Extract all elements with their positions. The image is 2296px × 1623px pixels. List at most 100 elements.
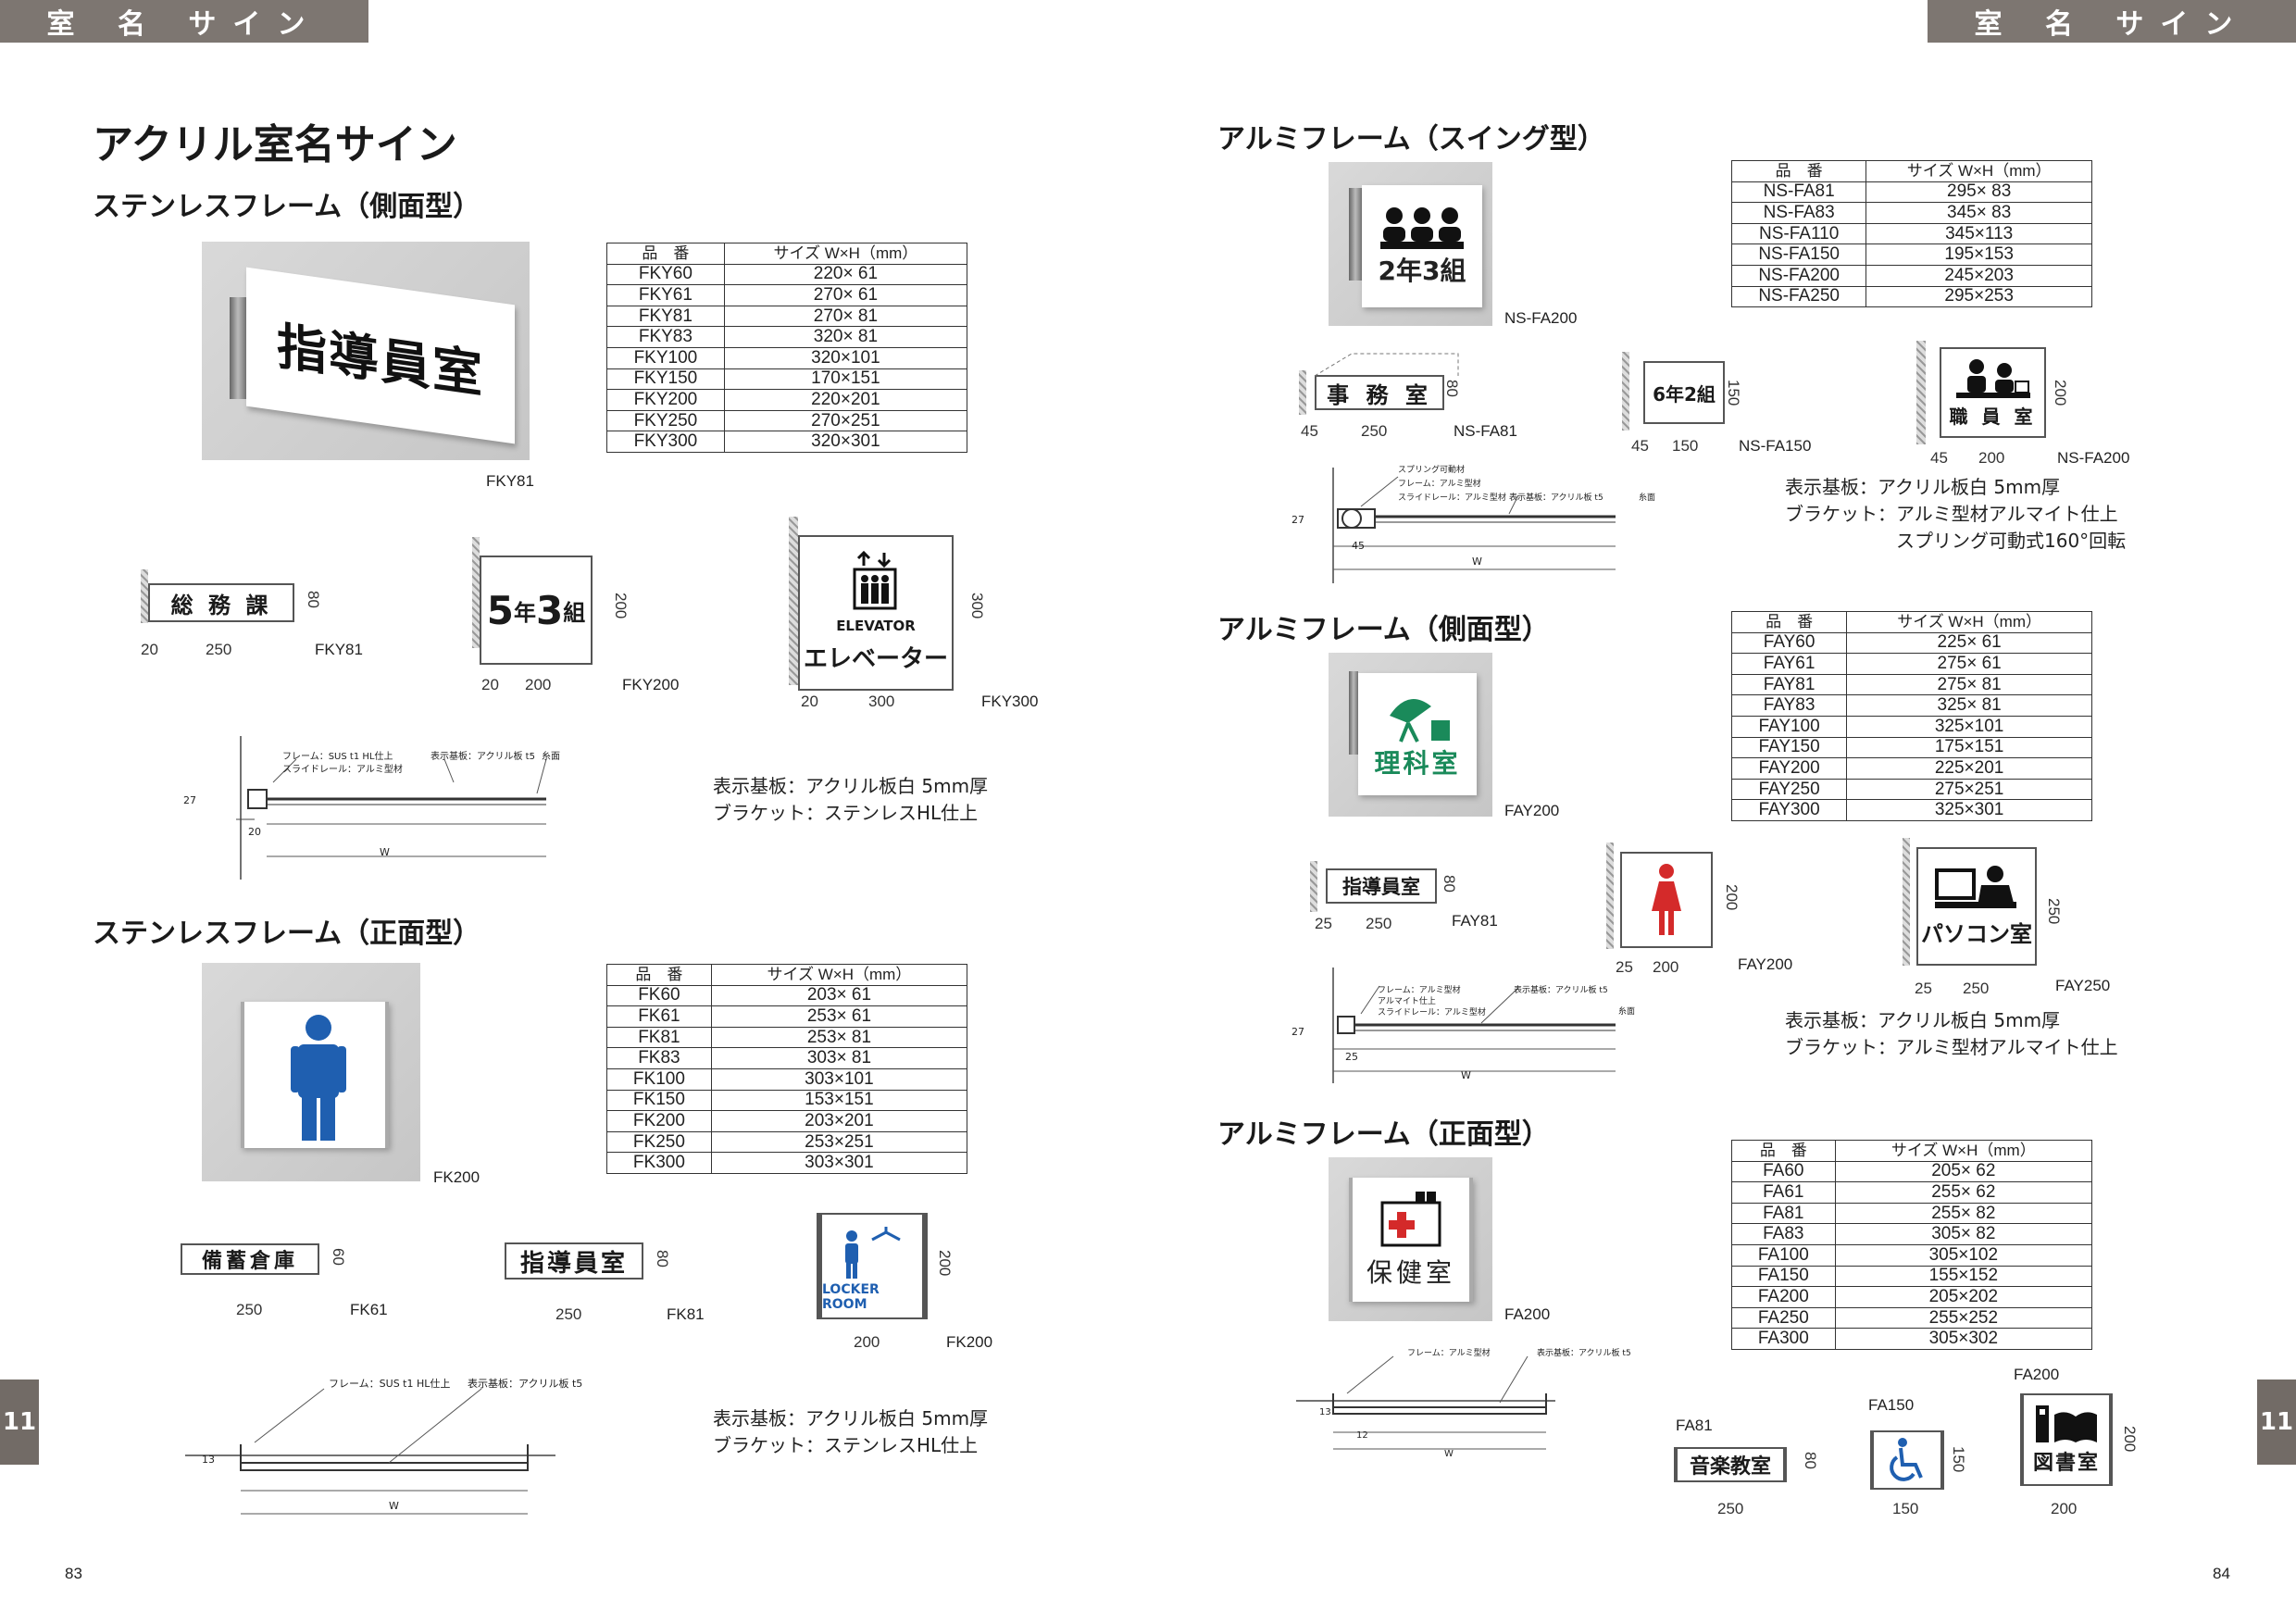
section-note: 糸面 <box>542 752 560 762</box>
header-right: 室 名 サイン <box>1928 0 2296 43</box>
dim-w2: 250 <box>1963 980 1990 997</box>
section-note: スプリング可動材 <box>1398 466 1466 475</box>
diagram-label: FKY300 <box>981 693 1039 710</box>
header-left-text: 室 名 サイン <box>46 8 322 41</box>
table-header-size: サイズ W×H（mm） <box>1866 160 2092 182</box>
section-note: スライドレール：アルミ型材 <box>1378 1008 1486 1017</box>
section-note: スライドレール：アルミ型材 <box>1398 493 1506 503</box>
section-note: フレーム：アルミ型材 <box>1398 480 1481 489</box>
first-aid-icon <box>1380 1192 1441 1247</box>
section-note: フレーム：SUS t1 HL仕上 <box>282 752 393 762</box>
diagram-label: FAY200 <box>1738 955 1793 973</box>
photo-sign-text: 理科室 <box>1374 748 1461 779</box>
diagram-label: NS-FA150 <box>1739 437 1812 455</box>
dim-w1: 20 <box>481 676 499 693</box>
diagram-label: FKY81 <box>315 641 363 658</box>
section-dim: 27 <box>1292 514 1304 526</box>
spec-text: 表示基板：アクリル板白 5mm厚 ブラケット：アルミ型材アルマイト仕上 <box>1785 1009 2118 1058</box>
dim-w1: 25 <box>1315 915 1332 932</box>
sign-locker: LOCKER ROOM <box>817 1213 928 1319</box>
product-photo-fay200: 理科室 <box>1329 653 1492 817</box>
chapter-tab-right: 11 <box>2257 1380 2296 1465</box>
dim-height: 200 <box>1723 884 1741 911</box>
diagram-label: FK200 <box>946 1333 993 1351</box>
section-dim: 13 <box>202 1454 215 1466</box>
dim-width: 250 <box>236 1301 263 1318</box>
diagram-label: NS-FA200 <box>2057 449 2130 467</box>
section-note: 表示基板：アクリル板 t5 <box>1537 1349 1631 1358</box>
section-dim: 45 <box>1352 540 1365 552</box>
sign-shidoin: 指導員室 <box>1326 868 1437 904</box>
section-note: フレーム：SUS t1 HL仕上 <box>329 1378 451 1390</box>
section-note: フレーム：アルミ型材 <box>1407 1349 1491 1358</box>
section-note: 表示基板：アクリル板 t5 <box>1514 986 1608 995</box>
product-photo-fk200 <box>202 963 420 1181</box>
dim-w1: 45 <box>1930 449 1948 467</box>
book-icon <box>2036 1405 2097 1442</box>
product-photo-fa200: 保健室 <box>1329 1157 1492 1321</box>
diagram-label: NS-FA81 <box>1454 422 1517 440</box>
dim-width: 250 <box>1717 1500 1744 1517</box>
page-number-left: 83 <box>65 1565 82 1582</box>
sign-library: 図書室 <box>2020 1393 2113 1486</box>
dim-w2: 200 <box>1653 958 1679 976</box>
section-dim: W <box>1461 1069 1471 1081</box>
spec-text: 表示基板：アクリル板白 5mm厚 ブラケット：ステンレスHL仕上 <box>713 1407 989 1456</box>
sign-elevator: ELEVATOR エレベーター <box>798 535 954 691</box>
dim-w1: 20 <box>141 641 158 658</box>
section-note: 表示基板：アクリル板 t5 <box>1509 493 1603 503</box>
table-header-product: 品 番 <box>1730 611 1848 633</box>
diagram-label: FA81 <box>1676 1417 1713 1434</box>
section-dim: W <box>380 846 390 858</box>
photo-sign-text: 保健室 <box>1366 1257 1455 1288</box>
dim-height: 80 <box>1441 875 1458 893</box>
section-dim: W <box>1444 1449 1454 1459</box>
diagram-label: FAY250 <box>2055 977 2111 994</box>
sign-text: パソコン室 <box>1921 921 2032 947</box>
female-toilet-icon <box>1652 864 1681 935</box>
dim-width: 250 <box>555 1305 582 1323</box>
dim-w2: 200 <box>525 676 552 693</box>
sign-pasokon: パソコン室 <box>1916 847 2037 966</box>
photo-sign-text: 指導員室 <box>277 316 484 405</box>
dim-w2: 200 <box>1978 449 2005 467</box>
dim-height: 200 <box>612 593 630 619</box>
sign-shidoin: 指導員室 <box>505 1242 643 1280</box>
section-note: 表示基板：アクリル板 t5 <box>430 752 535 762</box>
section-note: 糸面 <box>1618 1007 1636 1017</box>
dim-height: 200 <box>936 1250 954 1277</box>
dim-height: 80 <box>654 1250 671 1267</box>
dim-height: 150 <box>1725 380 1742 406</box>
photo-label: FK200 <box>433 1168 480 1186</box>
diagram-label: FK61 <box>350 1301 388 1318</box>
section-dim: 27 <box>1292 1026 1304 1038</box>
dim-height: 80 <box>1802 1452 1819 1469</box>
elevator-icon <box>853 550 897 609</box>
section-dim: 13 <box>1319 1407 1331 1417</box>
dim-height: 300 <box>968 593 986 619</box>
section-heading-stainless-side: ステンレスフレーム（側面型） <box>93 191 481 223</box>
dim-w1: 45 <box>1631 437 1649 455</box>
